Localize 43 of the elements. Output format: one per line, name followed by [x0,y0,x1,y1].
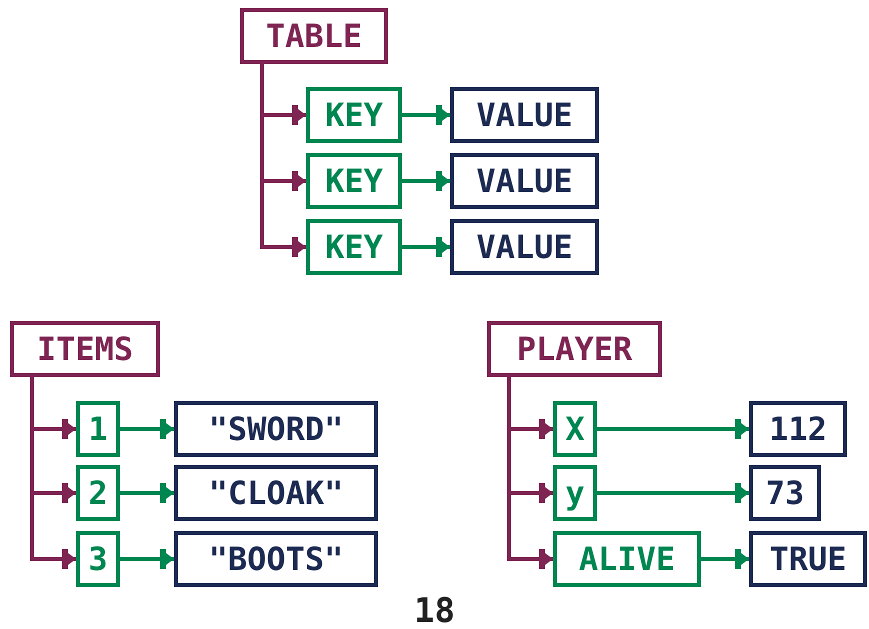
node-label: "SWORD" [208,413,344,445]
node-label: ITEMS [36,333,134,365]
node-box [240,8,388,64]
node-label: KEY [325,231,383,263]
node-box [10,321,160,377]
node-label: VALUE [476,231,573,263]
node-box [749,465,821,521]
node-box [174,465,378,521]
node-box [450,87,599,143]
node-box [487,321,662,377]
node-box [553,531,701,587]
node-label: TABLE [266,20,362,52]
node-label: KEY [325,165,383,197]
node-box [306,87,402,143]
node-label: "CLOAK" [208,477,344,509]
node-box [306,153,402,209]
node-label: 3 [88,543,108,575]
node-label: 2 [88,477,108,509]
node-box [174,531,378,587]
node-label: "BOOTS" [208,543,344,575]
node-label: PLAYER [516,333,632,365]
node-label: y [565,477,585,509]
node-label: 73 [766,477,804,509]
node-box [749,401,847,457]
node-box [76,465,120,521]
node-box [76,401,120,457]
node-label: 112 [769,413,827,445]
node-label: TRUE [769,543,847,575]
node-label: VALUE [476,165,573,197]
node-box [749,531,867,587]
node-label: VALUE [476,99,573,131]
node-box [76,531,120,587]
node-label: KEY [325,99,383,131]
node-box [450,153,599,209]
node-box [174,401,378,457]
node-box [450,219,599,275]
node-label: X [565,413,585,445]
node-box [553,465,597,521]
node-label: ALIVE [578,543,676,575]
page-number: 18 [414,594,455,628]
node-box [553,401,597,457]
node-box [306,219,402,275]
node-label: 1 [88,413,108,445]
